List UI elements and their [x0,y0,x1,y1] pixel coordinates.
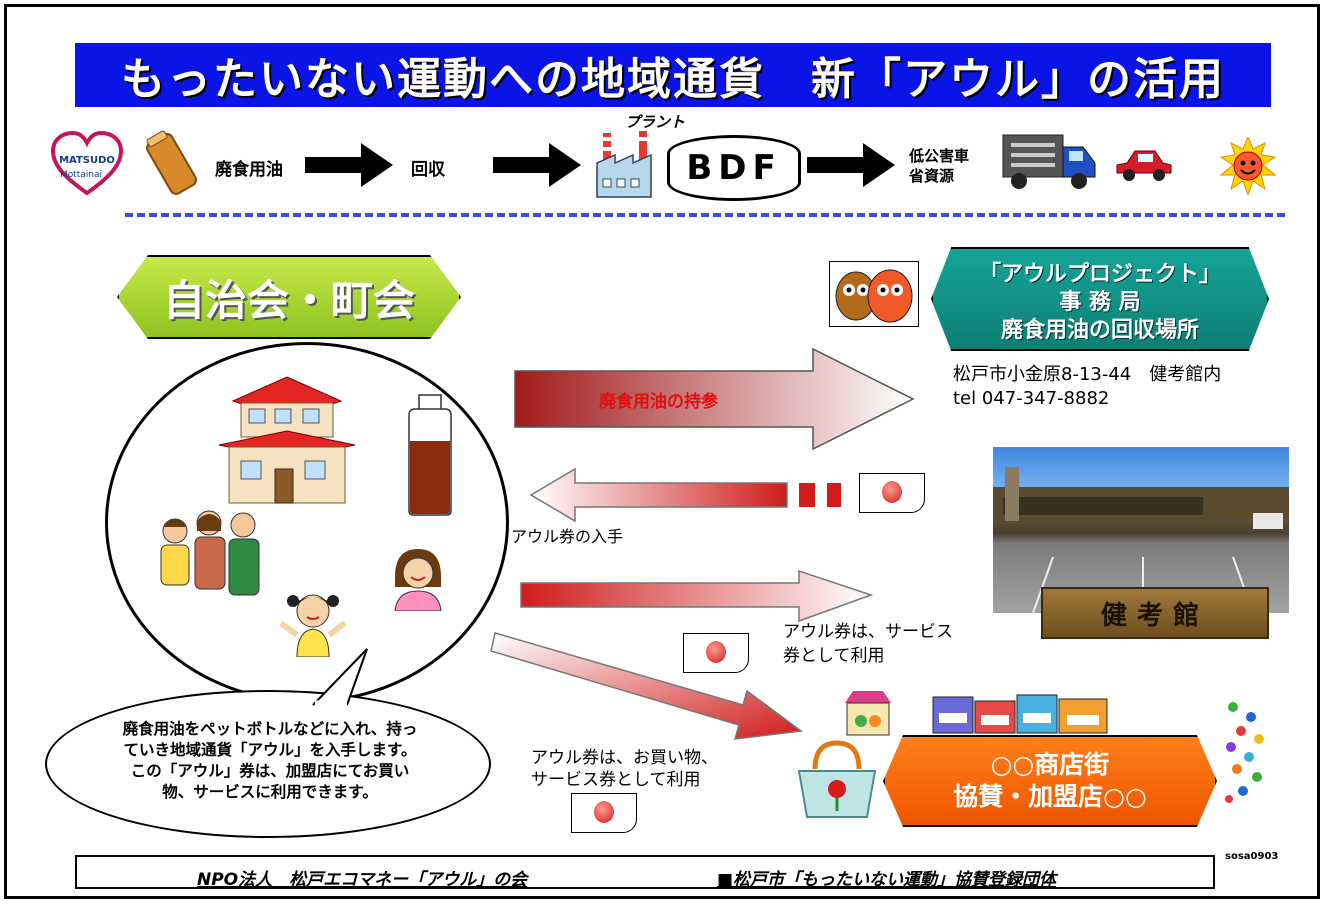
office-address-block: 松戸市小金原8-13-44 健考館内 tel 047-347-8882 [953,363,1221,411]
service-ticket-label-1: アウル券は、サービス [783,622,953,642]
bubble-line-3: この「アウル」券は、加盟店にてお買い [130,762,410,780]
document-code: sosa0903 [1225,851,1279,862]
shopping-arrow [489,627,809,747]
owl-mascot-icon [829,261,919,327]
slide-frame: もったいない運動への地域通貨 新「アウル」の活用 MATSUDO Mottain… [4,4,1320,899]
office-address: 松戸市小金原8-13-44 健考館内 [953,364,1222,385]
svg-text:Mottainai: Mottainai [60,170,102,180]
mottainai-logo: MATSUDO Mottainai [50,129,124,197]
factory-icon [595,129,665,199]
project-office-box: 「アウルプロジェクト」 事 務 局 廃食用油の回収場所 [931,247,1269,351]
truck-icon [1001,131,1099,193]
oil-jar-icon [403,393,457,517]
shopping-street-icon [931,691,1111,735]
sun-face-icon [1219,135,1277,197]
service-ticket-arrow [519,569,875,623]
speech-bubble [45,690,491,838]
flow-waste-oil: 廃食用油 [215,160,283,180]
shopping-district-name: ○○商店街 [990,750,1110,779]
bubble-line-2: ていき地域通貨「アウル」を入手します。 [123,741,417,759]
get-ticket-label: アウル券の入手 [511,527,624,546]
house-icon [213,375,361,507]
owl-ticket-icon [859,473,925,513]
confetti-icon [1221,697,1269,807]
bubble-line-4: 物、サービスに利用できます。 [162,783,378,801]
footer-organization: NPO法人 松戸エコマネー「アウル」の会 [197,870,528,890]
member-stores-label: 協賛・加盟店○○ [953,782,1147,811]
arrow-icon [807,139,897,195]
kenkokan-sign: 健考館 [1041,587,1269,639]
service-ticket-label-2: 券として利用 [783,646,885,666]
shopping-label-2: サービス券として利用 [531,770,701,790]
arrow-icon [305,139,395,195]
plant-label: プラント [625,113,686,131]
bubble-tail [307,647,377,707]
flow-resource-saving: 省資源 [909,167,955,185]
shop-icon [843,689,893,737]
neighborhood-association-box: 自治会・町会 [117,255,461,339]
bring-oil-arrow [513,347,917,451]
arrow-icon [493,139,583,195]
office-subtitle: 事 務 局 [1059,290,1141,315]
office-tel: tel 047-347-8882 [953,388,1110,409]
office-title: 「アウルプロジェクト」 [978,262,1221,287]
oil-bottle-icon [139,129,203,197]
flow-collection: 回収 [411,160,445,180]
owl-ticket-icon [571,793,637,833]
bdf-tank: BDF [667,135,801,201]
decorative-dashed-line [125,213,1285,223]
page-title: もったいない運動への地域通貨 新「アウル」の活用 [75,43,1271,107]
kenkokan-building-photo [993,447,1289,613]
footer-registration: ■松戸市「もったいない運動」協賛登録団体 [717,870,1057,890]
family-icon [153,507,265,603]
bubble-text: 廃食用油をペットボトルなどに入れ、持っ ていき地域通貨「アウル」を入手します。 … [65,719,475,803]
shopping-basket-icon [795,739,879,821]
get-ticket-arrow [529,467,845,523]
flow-low-pollution: 低公害車 [909,147,970,165]
girl-icon [273,587,353,658]
bubble-line-1: 廃食用油をペットボトルなどに入れ、持っ [122,720,418,738]
shopping-label-1: アウル券は、お買い物、 [531,748,718,768]
bring-oil-label: 廃食用油の持参 [599,392,718,412]
office-collection-point: 廃食用油の回収場所 [1000,318,1199,343]
owl-ticket-icon [683,633,749,673]
shopping-district-box: ○○商店街 協賛・加盟店○○ [883,735,1217,827]
svg-text:MATSUDO: MATSUDO [59,155,115,166]
car-icon [1113,145,1173,183]
footer-box: NPO法人 松戸エコマネー「アウル」の会 ■松戸市「もったいない運動」協賛登録団… [75,855,1215,890]
woman-icon [387,547,449,612]
